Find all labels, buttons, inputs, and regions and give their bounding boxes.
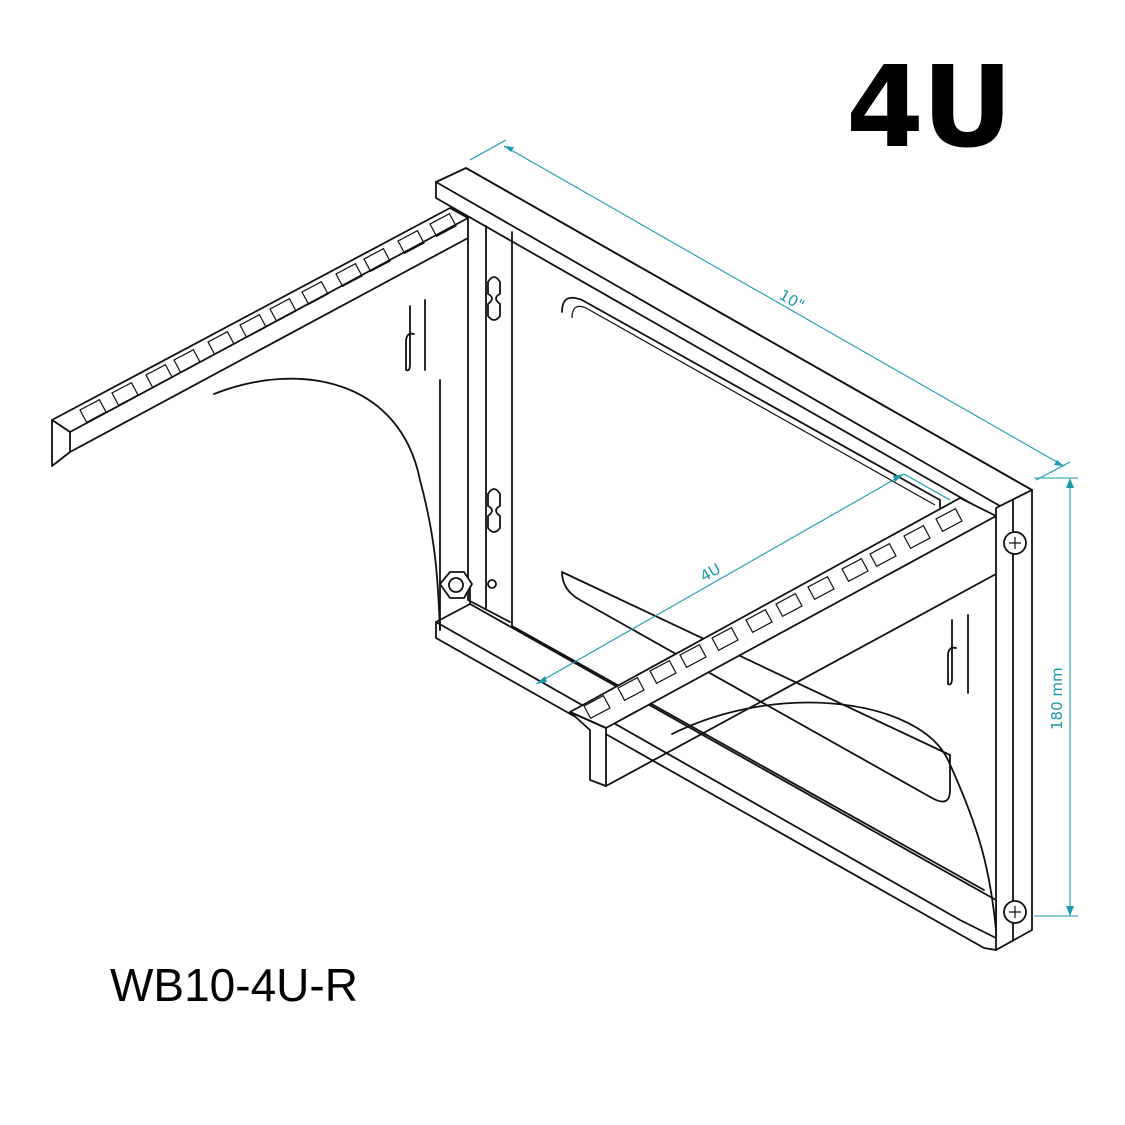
depth-dimension-label: 10": [776, 286, 808, 315]
screw-icon: [1003, 900, 1027, 924]
model-number: WB10-4U-R: [110, 959, 358, 1011]
left-bracket-arm: [51, 207, 469, 631]
hex-nut-icon: [439, 571, 473, 599]
depth-dimension: 10": [469, 139, 1071, 481]
rack-units-dimension-label: 4U: [697, 560, 724, 586]
right-arm-slots: [583, 507, 963, 720]
right-bracket-arm: [569, 497, 997, 931]
height-dimension: 180 mm: [1034, 477, 1078, 917]
screw-icon: [1003, 531, 1027, 555]
back-wall-plate: [435, 167, 1033, 951]
page-title: 4U: [846, 43, 1013, 173]
height-dimension-label: 180 mm: [1048, 667, 1066, 730]
left-arm-slots: [79, 212, 457, 424]
